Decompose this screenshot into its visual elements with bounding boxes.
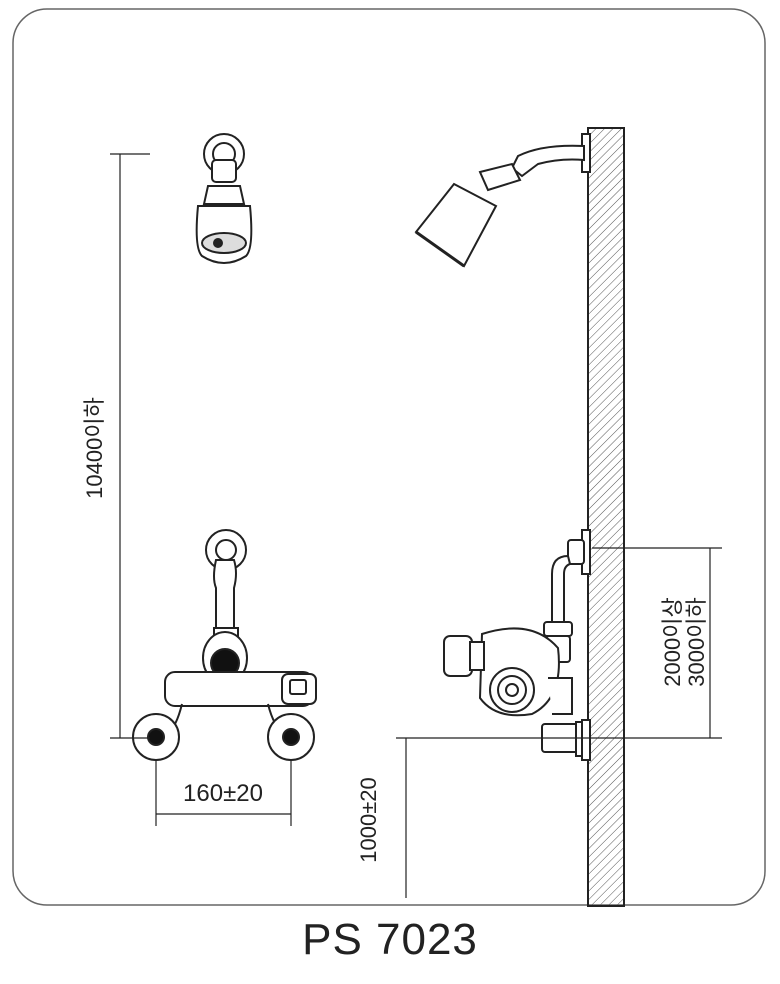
label-range-max: 3000이하 xyxy=(684,597,709,686)
wall xyxy=(587,127,625,907)
drawing-border xyxy=(12,8,766,906)
drawing-frame: 10400이하 160±20 xyxy=(12,8,766,907)
label-mixer-width: 160±20 xyxy=(183,780,263,807)
mixer-side xyxy=(443,529,591,761)
dimension-range xyxy=(592,547,722,738)
label-mount-height: 1000±20 xyxy=(356,777,381,863)
dimension-total-height xyxy=(110,153,150,739)
side-view xyxy=(414,133,591,761)
dimension-mixer-width xyxy=(155,760,292,826)
front-view xyxy=(132,133,317,761)
label-range-min: 2000이상 xyxy=(660,597,685,686)
shower-head-front xyxy=(195,133,253,264)
label-total-height: 10400이하 xyxy=(82,397,107,499)
model-title: PS 7023 xyxy=(302,915,478,964)
shower-head-side xyxy=(414,133,591,268)
dimension-mount-height xyxy=(396,737,722,898)
mixer-front xyxy=(132,529,317,761)
